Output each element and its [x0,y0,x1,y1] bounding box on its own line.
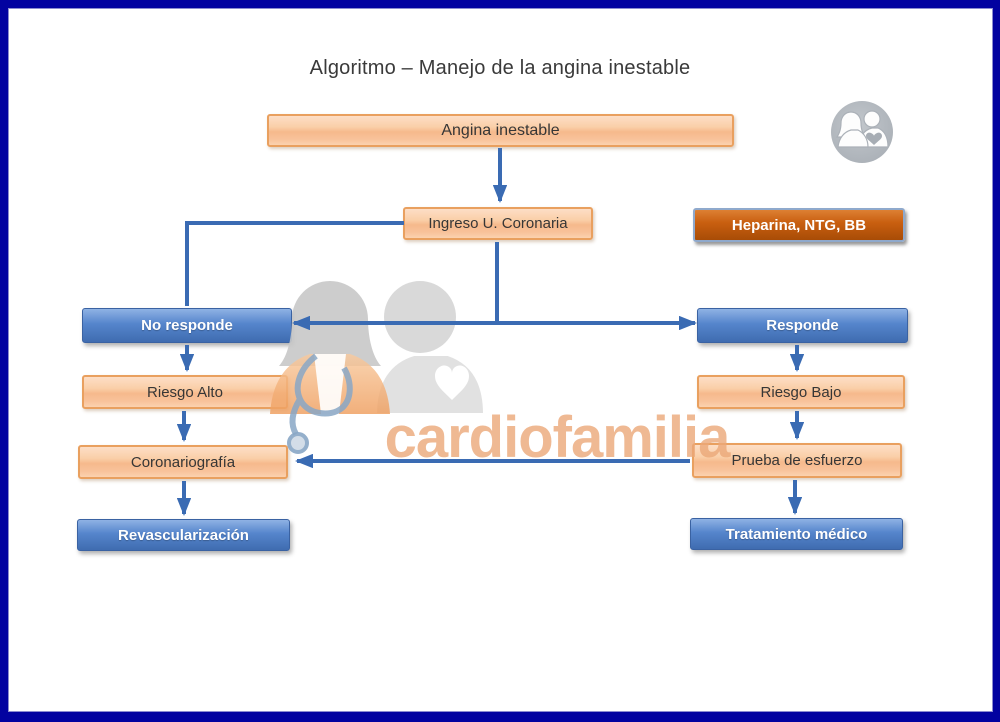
slide-title: Algoritmo – Manejo de la angina inestabl… [309,57,691,79]
watermark-text: cardiofamilia [385,405,732,470]
node-revascularizacion: Revascularización [77,519,290,551]
node-riesgo-bajo: Riesgo Bajo [697,375,905,409]
node-tratamiento-medico: Tratamiento médico [690,518,903,550]
node-no-responde: No responde [82,308,292,343]
node-angina-inestable: Angina inestable [267,114,734,147]
node-responde: Responde [697,308,908,343]
node-ingreso-u-coronaria: Ingreso U. Coronaria [403,207,593,240]
connector-ingreso-to-left-branch [185,221,404,306]
node-riesgo-alto: Riesgo Alto [82,375,288,409]
stethoscope-icon [289,353,353,436]
node-coronariografia: Coronariografía [78,445,288,479]
male-figure-silhouette [374,281,486,415]
node-heparina-ntg-bb: Heparina, NTG, BB [693,208,905,242]
node-prueba-de-esfuerzo: Prueba de esfuerzo [692,443,902,478]
heart-icon [435,365,469,400]
female-doctor-silhouette [270,281,390,454]
